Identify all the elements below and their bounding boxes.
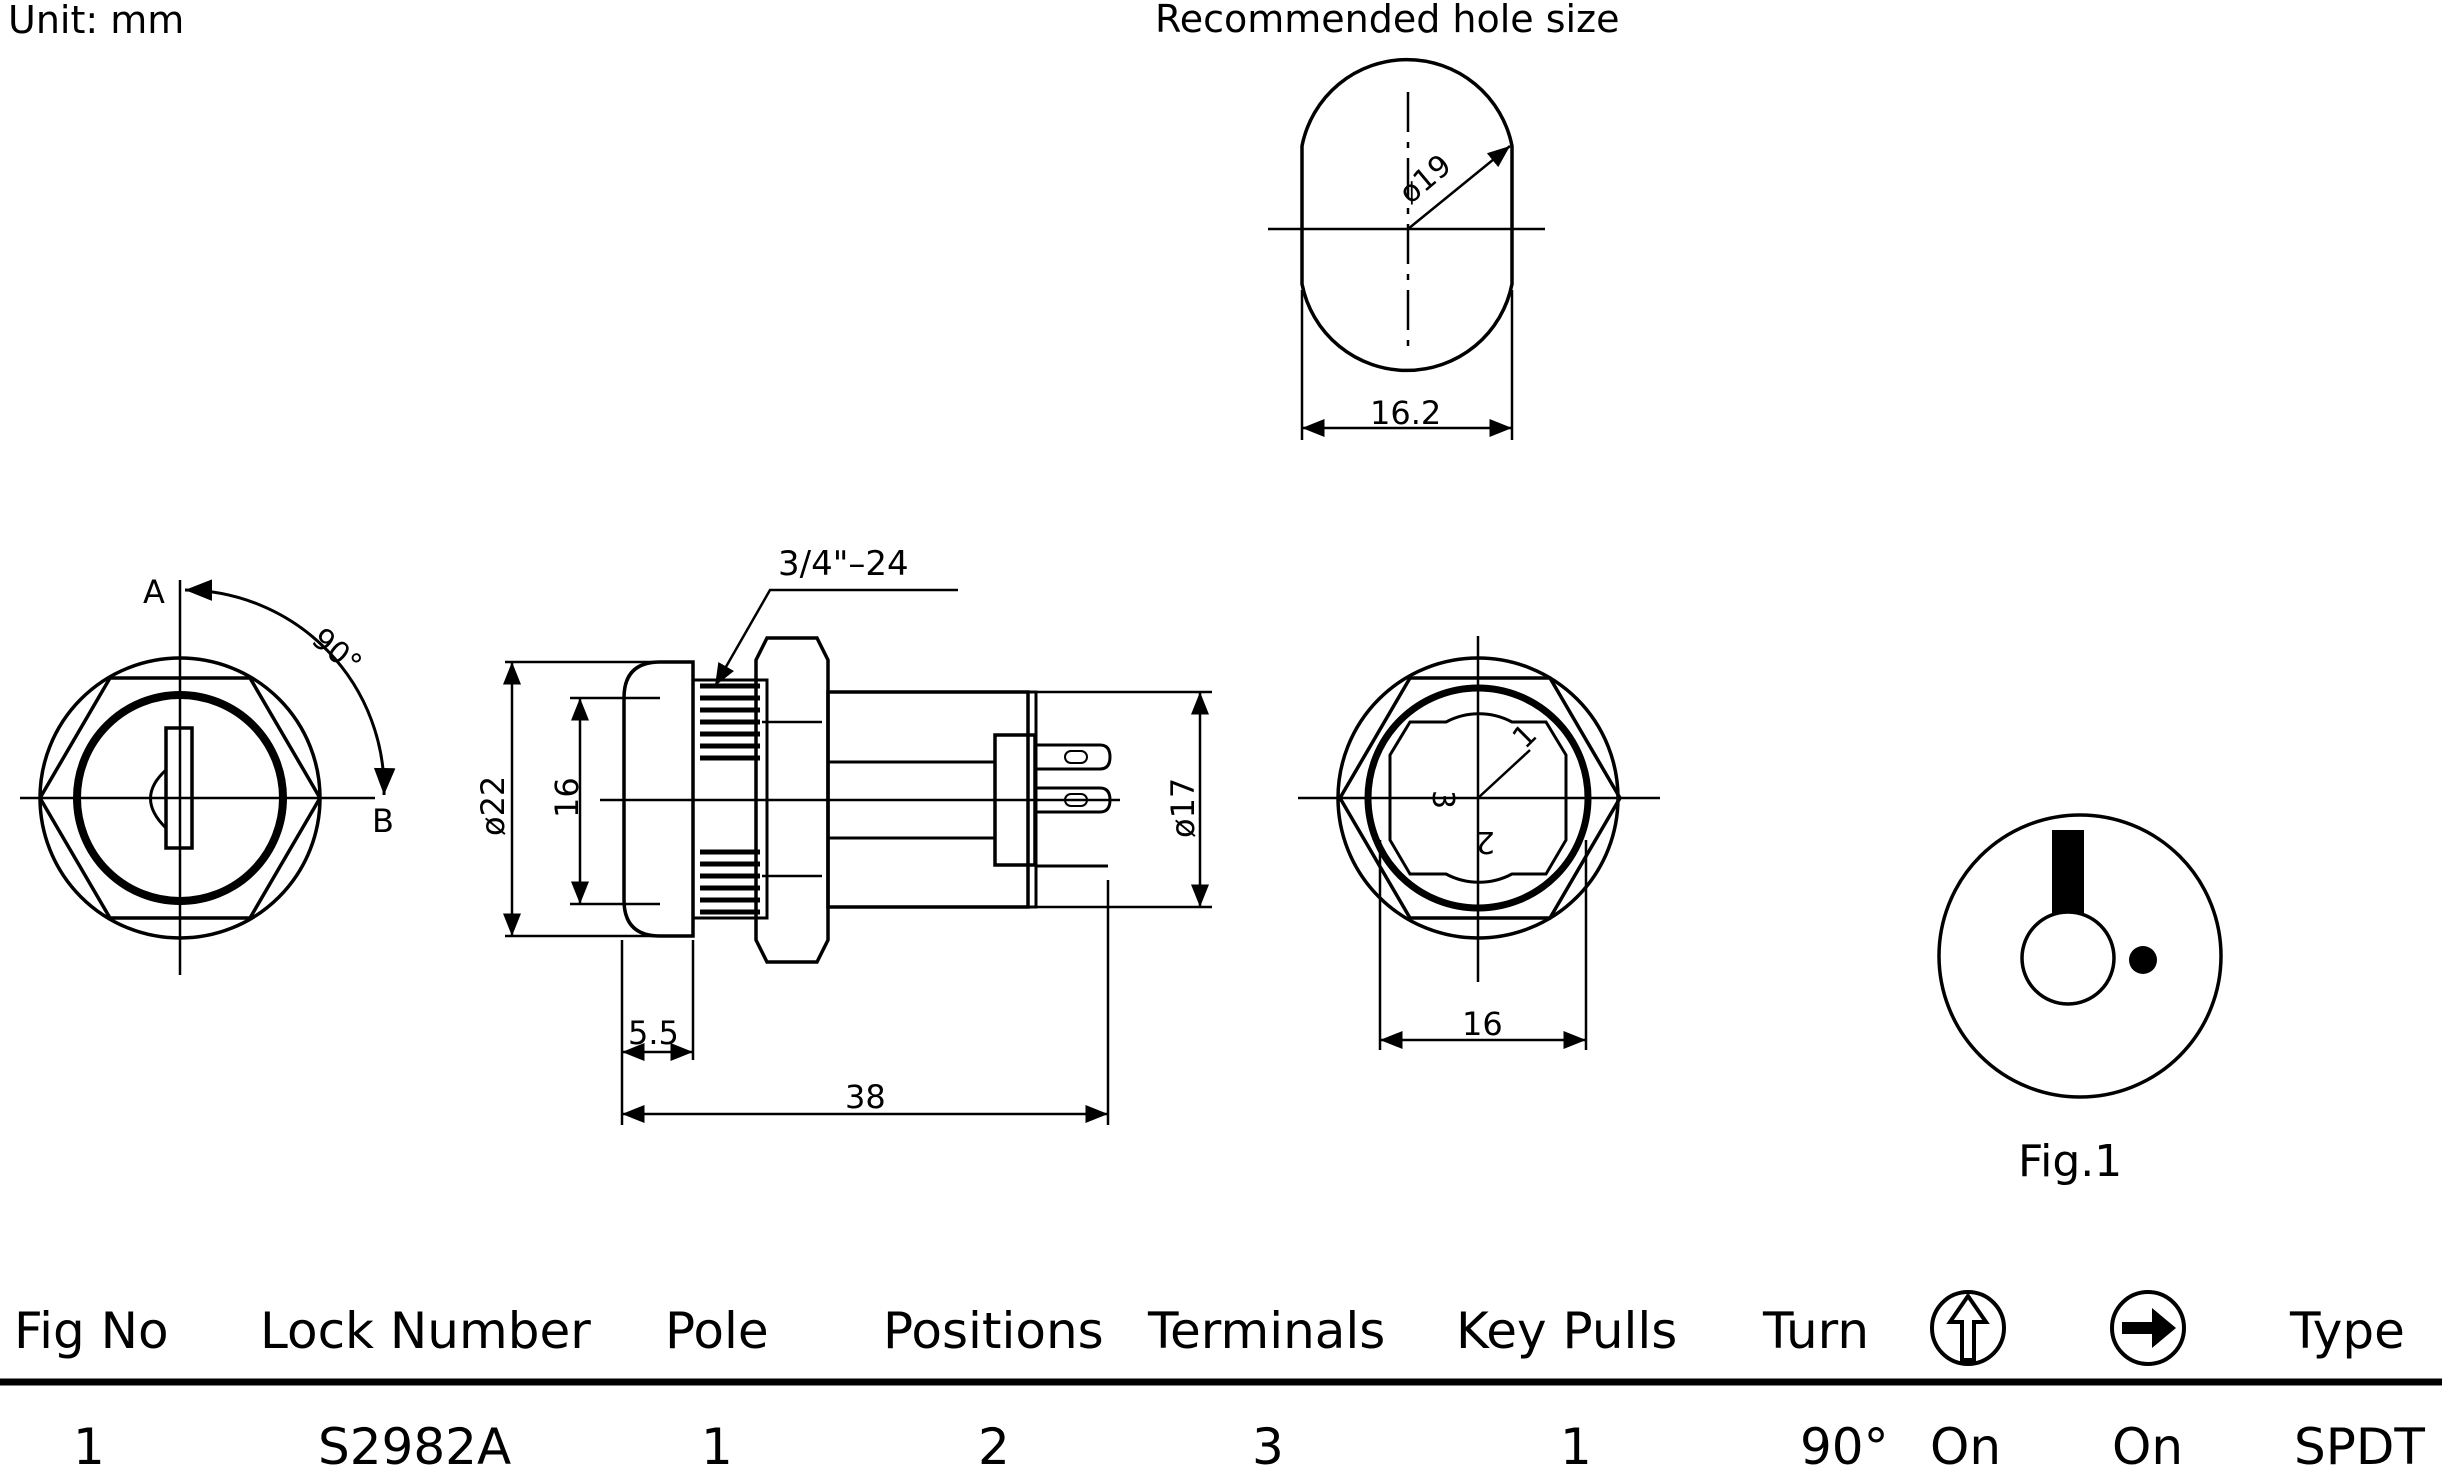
cell-turn: 90° [1800, 1418, 1889, 1471]
cell-fig-no: 1 [73, 1418, 105, 1471]
dia22-label: ø22 [474, 776, 512, 836]
label-b: B [372, 802, 394, 840]
header-turn: Turn [1762, 1302, 1869, 1360]
rear-view: 1 2 3 16 [1298, 636, 1660, 1050]
thread-label: 3/4"–24 [778, 544, 909, 584]
table-header-row: Fig No Lock Number Pole Positions Termin… [14, 1290, 2405, 1366]
header-terminals: Terminals [1147, 1302, 1385, 1360]
header-positions: Positions [883, 1302, 1104, 1360]
fig1-caption: Fig.1 [2018, 1136, 2122, 1187]
hole-diameter-label: ø19 [1393, 148, 1459, 211]
rear-width-label: 16 [1462, 1005, 1503, 1043]
cell-pole: 1 [701, 1418, 733, 1471]
right-arrow-circle-icon [2110, 1290, 2186, 1366]
recommended-hole: ø19 16.2 [1268, 57, 1545, 440]
terminal-2-label: 2 [1476, 824, 1495, 859]
cell-position-b: On [2112, 1418, 2183, 1471]
spec-table: Fig No Lock Number Pole Positions Termin… [0, 1290, 2442, 1471]
cell-key-pulls: 1 [1560, 1418, 1592, 1471]
dia17-label: ø17 [1164, 778, 1202, 838]
dim55-label: 5.5 [628, 1014, 679, 1052]
cell-position-a: On [1930, 1418, 2001, 1471]
up-arrow-circle-icon [1930, 1290, 2006, 1366]
cell-positions: 2 [978, 1418, 1010, 1471]
dim16-label: 16 [548, 777, 586, 818]
side-view: 3/4"–24 ø22 16 ø17 5.5 38 [474, 544, 1212, 1125]
hole-size-title: Recommended hole size [1155, 0, 1619, 41]
header-fig-no: Fig No [14, 1302, 169, 1360]
dim38-label: 38 [845, 1078, 886, 1116]
table-row: 1 S2982A 1 2 3 1 90° On On SPDT [73, 1418, 2425, 1471]
terminal-3-label: 3 [1425, 790, 1460, 809]
cell-terminals: 3 [1252, 1418, 1284, 1471]
cell-lock-number: S2982A [318, 1418, 511, 1471]
header-pole: Pole [665, 1302, 769, 1360]
header-type: Type [2289, 1302, 2405, 1360]
angle-label: 90° [305, 621, 368, 682]
fig1-key-diagram: Fig.1 [1937, 813, 2223, 1187]
label-a: A [143, 573, 165, 611]
header-lock-number: Lock Number [260, 1302, 591, 1360]
front-view: A B 90° [20, 573, 396, 975]
unit-label: Unit: mm [8, 0, 184, 42]
hole-width-label: 16.2 [1370, 394, 1441, 432]
header-key-pulls: Key Pulls [1456, 1302, 1677, 1360]
cell-type: SPDT [2294, 1418, 2425, 1471]
